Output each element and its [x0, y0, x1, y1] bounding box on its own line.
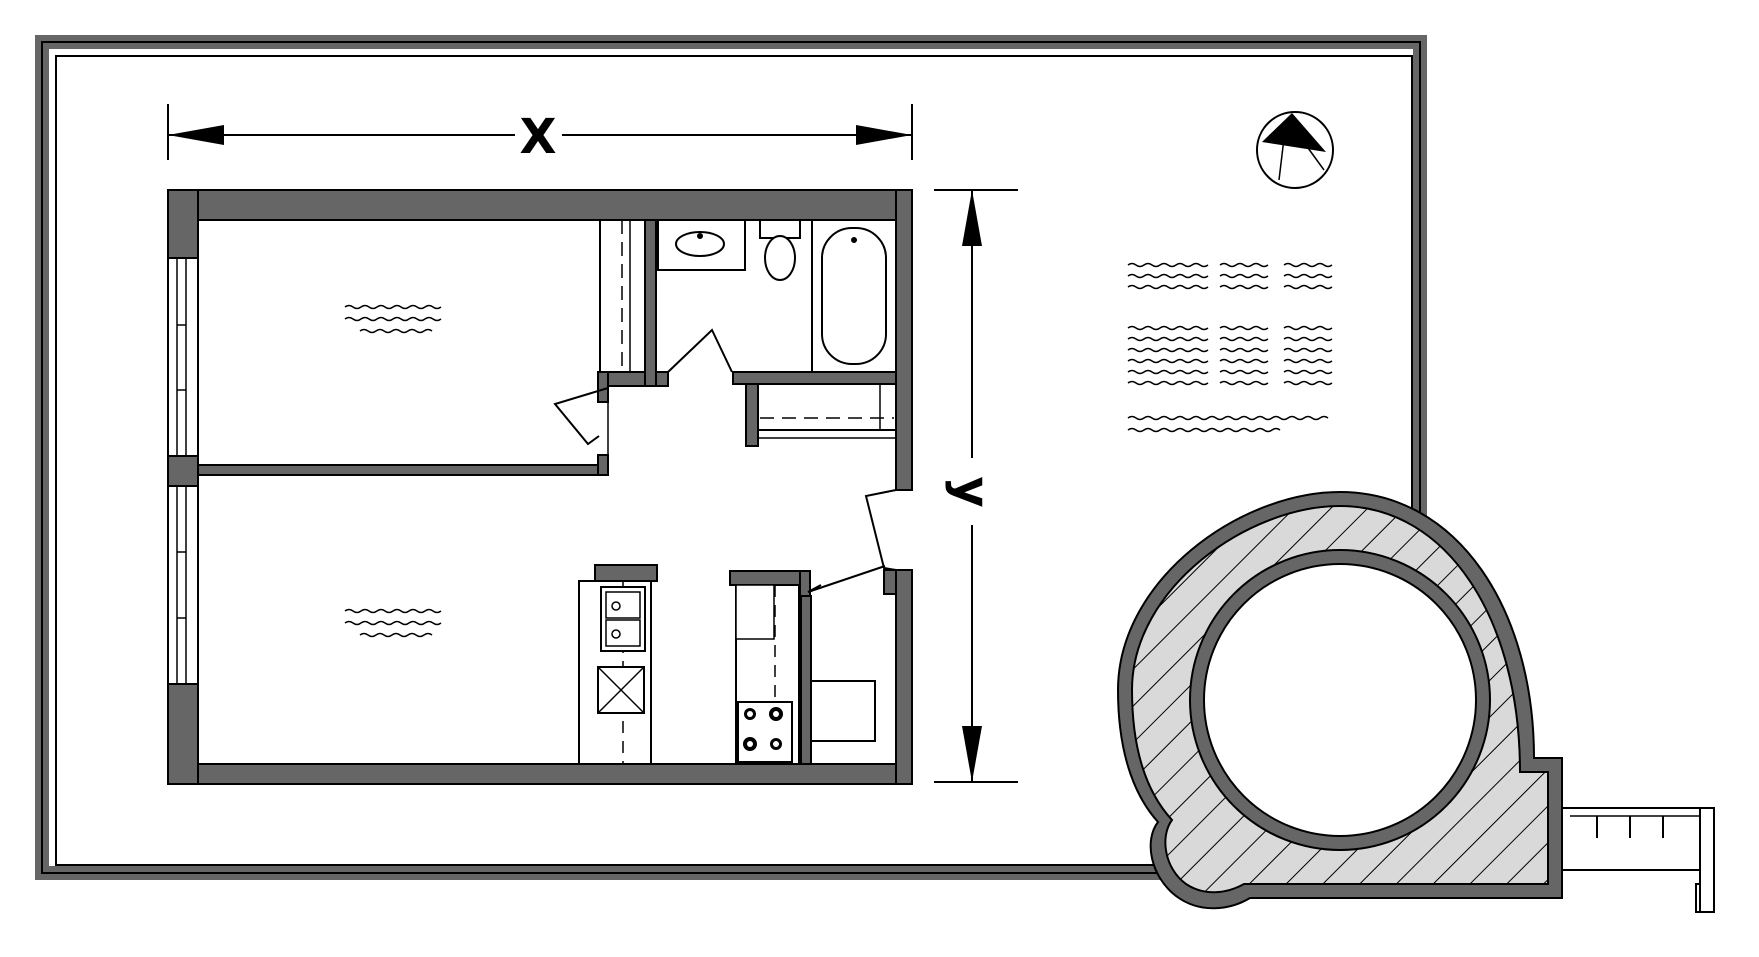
kitchen-fixtures — [578, 580, 876, 765]
room-label-squiggles — [344, 304, 442, 638]
interior-walls — [197, 219, 897, 765]
x-dimension: X — [167, 104, 913, 165]
toilet-bowl — [764, 235, 796, 281]
y-dimension-label: y — [944, 476, 1000, 507]
sheet-frame — [35, 35, 1427, 880]
north-arrow-icon — [1256, 111, 1334, 189]
doors — [553, 328, 897, 593]
bathroom-fixtures — [657, 219, 897, 373]
y-dimension: y — [934, 189, 1018, 783]
washer-dryer — [810, 680, 876, 742]
stove — [737, 701, 793, 763]
tape-measure-icon — [1116, 490, 1715, 913]
bedroom-closet — [599, 220, 631, 372]
apartment-walls — [167, 189, 913, 785]
notes-squiggles — [1127, 262, 1333, 433]
refrigerator — [735, 584, 775, 640]
x-dimension-label: X — [519, 109, 556, 165]
